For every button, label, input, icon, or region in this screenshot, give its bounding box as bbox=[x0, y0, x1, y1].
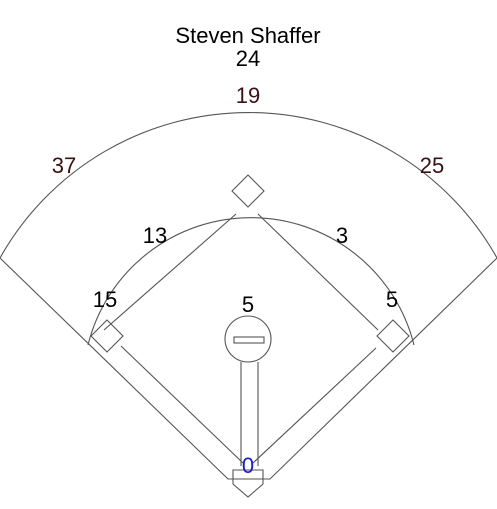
pitchers-mound bbox=[224, 315, 272, 363]
zone-left-center-infield: 13 bbox=[143, 223, 167, 248]
zone-third-base-line: 15 bbox=[93, 287, 117, 312]
zone-left-field: 37 bbox=[52, 153, 76, 178]
first-base bbox=[376, 319, 410, 353]
zone-right-center-infield: 3 bbox=[336, 223, 348, 248]
zone-shallow-center: 19 bbox=[236, 83, 260, 108]
zone-deep-center: 24 bbox=[236, 46, 260, 71]
third-base bbox=[90, 319, 124, 353]
pitchers-rubber bbox=[233, 336, 265, 344]
zone-first-base-line: 5 bbox=[386, 287, 398, 312]
home-plate bbox=[232, 469, 264, 498]
mound-to-home-path bbox=[240, 362, 259, 466]
second-base bbox=[231, 174, 265, 208]
infield-arc bbox=[87, 217, 415, 346]
zone-catcher: 0 bbox=[242, 453, 254, 478]
zone-pitcher: 5 bbox=[242, 292, 254, 317]
outfield-boundary bbox=[0, 112, 497, 480]
base-paths bbox=[103, 213, 379, 464]
player-name: Steven Shaffer bbox=[175, 23, 320, 48]
zone-right-field: 25 bbox=[420, 153, 444, 178]
